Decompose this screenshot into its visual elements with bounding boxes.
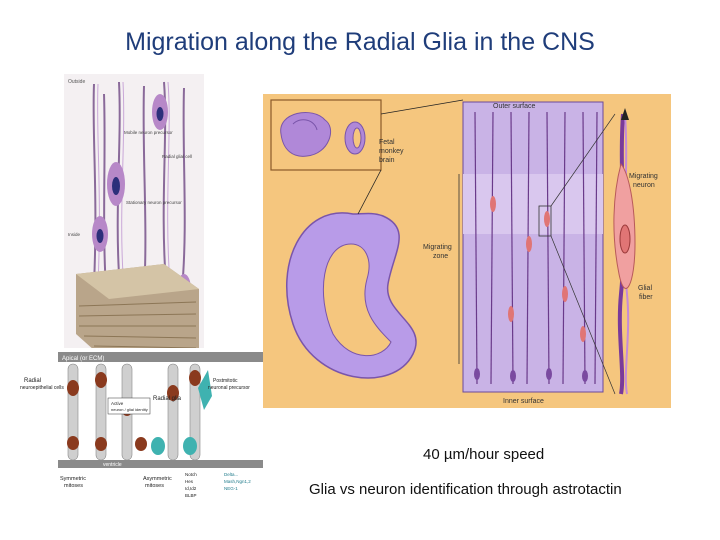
label-asymmetric: Asymmetric <box>143 476 172 482</box>
svg-text:mitoses: mitoses <box>145 483 164 489</box>
label-radial-glia: Radial glia <box>153 396 182 402</box>
svg-text:monkey: monkey <box>379 148 404 155</box>
svg-text:NEG-1: NEG-1 <box>224 486 238 491</box>
label-inner-surface: Inner surface <box>503 398 544 405</box>
label-stationary: Stationary neuron precursor <box>126 200 182 205</box>
radial-glia-illustration: Outside Mobile neuron precursor Radial g… <box>64 74 204 359</box>
svg-text:zone: zone <box>433 253 448 260</box>
label-radial-cells: Radial <box>24 378 41 384</box>
label-outer-surface: Outer surface <box>493 103 536 110</box>
label-migrating-neuron: Migrating <box>629 173 658 180</box>
neuronal-migration-figure: Fetal monkey brain Outer surface Inner s… <box>263 94 671 408</box>
label-glial-fiber: Glial <box>638 285 652 292</box>
svg-text:neuron / glial identity: neuron / glial identity <box>111 407 148 412</box>
svg-text:Id,Id2: Id,Id2 <box>185 486 197 491</box>
svg-text:neuronal precursor: neuronal precursor <box>208 385 250 391</box>
svg-text:Mash,Ngn1,2: Mash,Ngn1,2 <box>224 479 251 484</box>
label-symmetric: Symmetric <box>60 476 86 482</box>
label-radial: Radial glial cell <box>162 154 192 159</box>
identification-caption: Glia vs neuron identification through as… <box>309 481 622 498</box>
label-active: Active <box>111 401 124 406</box>
label-postmitotic: Postmitotic <box>213 378 238 384</box>
speed-caption: 40 µm/hour speed <box>423 446 545 463</box>
svg-text:BLBP: BLBP <box>185 493 197 498</box>
neuroepithelium-schematic: Apical (or ECM) ventricle Radial neuroep… <box>18 348 265 510</box>
svg-text:mitoses: mitoses <box>64 483 83 489</box>
svg-text:Notch: Notch <box>185 472 197 477</box>
label-migrating-zone: Migrating <box>423 244 452 251</box>
svg-text:neuron: neuron <box>633 182 655 189</box>
svg-text:fiber: fiber <box>639 294 653 301</box>
page-title: Migration along the Radial Glia in the C… <box>125 28 595 56</box>
svg-text:brain: brain <box>379 157 395 164</box>
label-ventricle: ventricle <box>103 462 122 468</box>
svg-text:Delta...: Delta... <box>224 472 238 477</box>
label-apical: Apical (or ECM) <box>62 356 104 362</box>
label-mobile: Mobile neuron precursor <box>124 130 173 135</box>
label-inside: Inside <box>68 232 81 237</box>
label-fetal: Fetal <box>379 139 395 146</box>
svg-text:neuroepithelial cells: neuroepithelial cells <box>20 385 64 391</box>
svg-text:Hes: Hes <box>185 479 194 484</box>
label-outside: Outside <box>68 79 85 85</box>
